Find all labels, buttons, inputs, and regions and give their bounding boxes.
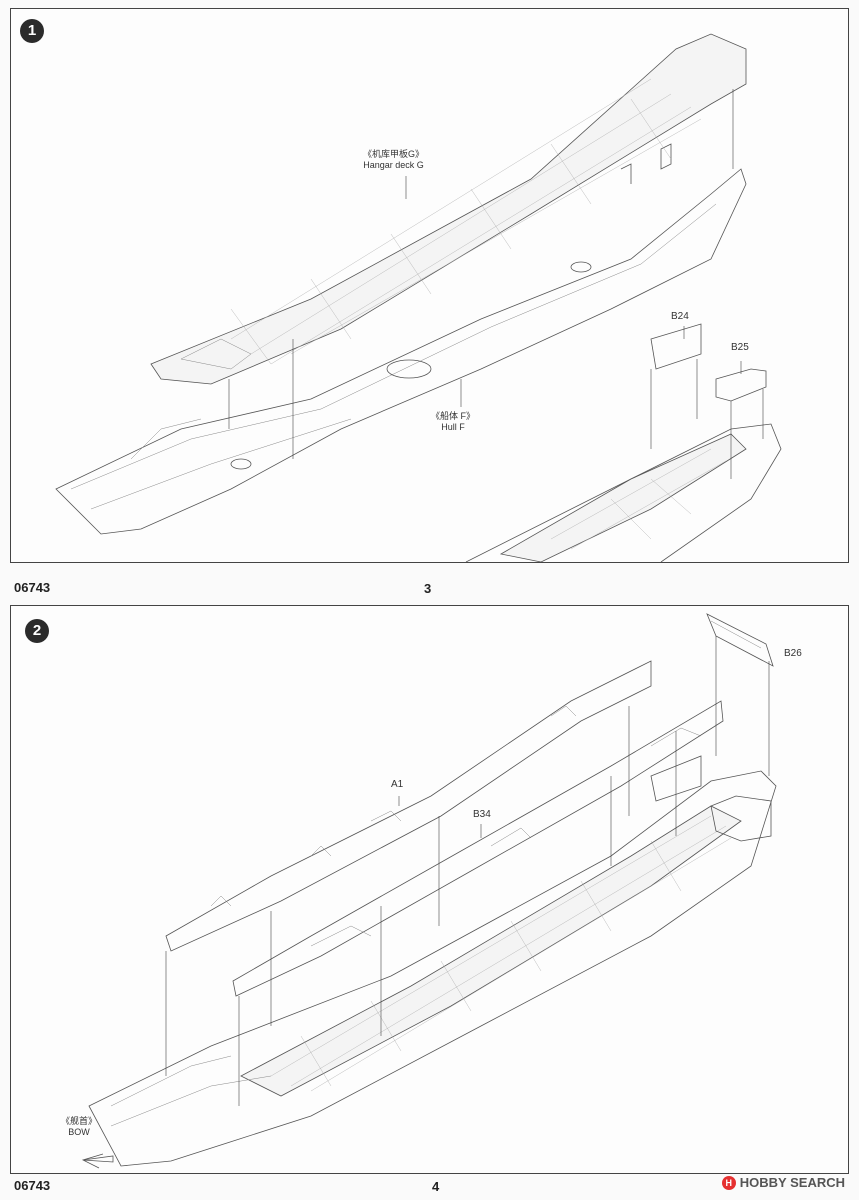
document-code: 06743	[14, 580, 51, 595]
watermark: H HOBBY SEARCH	[721, 1175, 845, 1190]
step-number-badge: 2	[25, 619, 49, 643]
assembly-guides	[165, 636, 770, 1106]
part-label-b26: B26	[784, 648, 802, 659]
part-b34-drawing	[232, 700, 724, 997]
hull-label-en: Hull F	[441, 422, 465, 432]
part-label-b34: B34	[473, 809, 491, 820]
part-b26-drawing	[706, 613, 774, 667]
watermark-text: HOBBY SEARCH	[739, 1175, 845, 1190]
hangar-deck-label-en: Hangar deck G	[363, 160, 424, 170]
part-label-b24: B24	[671, 311, 689, 322]
step-2-panel: 2	[10, 605, 849, 1174]
bow-label-cn: 《舰首》	[61, 1116, 98, 1126]
hangar-deck-label-cn: 《机库甲板G》	[363, 149, 425, 159]
hull-label-cn: 《船体 F》	[431, 411, 475, 421]
bow-label-en: BOW	[68, 1127, 90, 1137]
step-1-illustration	[55, 33, 782, 562]
assembly-guides	[228, 89, 734, 459]
page-number: 3	[424, 581, 432, 596]
step-number-badge: 1	[20, 19, 44, 43]
hull-f-drawing	[55, 143, 747, 535]
hull-assembly-drawing	[88, 755, 777, 1167]
part-a1-drawing	[165, 660, 652, 952]
page-number: 4	[432, 1179, 440, 1194]
document-code: 06743	[14, 1178, 51, 1193]
hangar-deck-g-drawing	[150, 33, 747, 385]
bow-arrow-icon	[81, 1153, 114, 1169]
hobby-search-logo-icon: H	[721, 1175, 736, 1190]
hull-partial-drawing	[465, 323, 782, 562]
step-2-illustration	[81, 613, 777, 1169]
part-label-b25: B25	[731, 342, 749, 353]
part-label-a1: A1	[391, 779, 404, 790]
step-1-panel: 1	[10, 8, 849, 563]
